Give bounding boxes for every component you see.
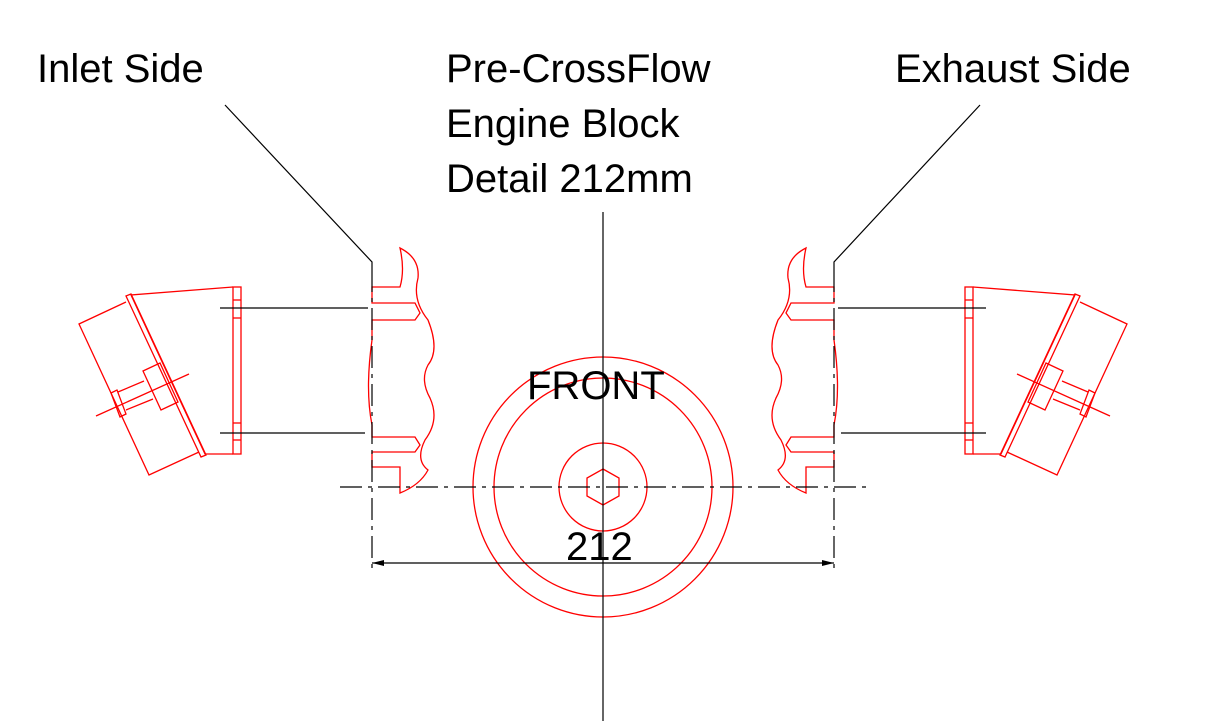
dimension-value: 212 <box>566 525 633 569</box>
inlet-leader-line <box>224 104 373 270</box>
inlet-side-label: Inlet Side <box>37 47 204 91</box>
front-label: FRONT <box>527 364 665 408</box>
exhaust-leader-line <box>833 104 981 270</box>
exhaust-side-assembly <box>771 247 1128 572</box>
inlet-side-assembly <box>78 247 435 572</box>
title-line-3: Detail 212mm <box>446 157 693 201</box>
title-line-1: Pre-CrossFlow <box>446 47 711 91</box>
dimension-line <box>372 560 834 566</box>
exhaust-side-label: Exhaust Side <box>895 47 1131 91</box>
title-line-2: Engine Block <box>446 102 680 146</box>
